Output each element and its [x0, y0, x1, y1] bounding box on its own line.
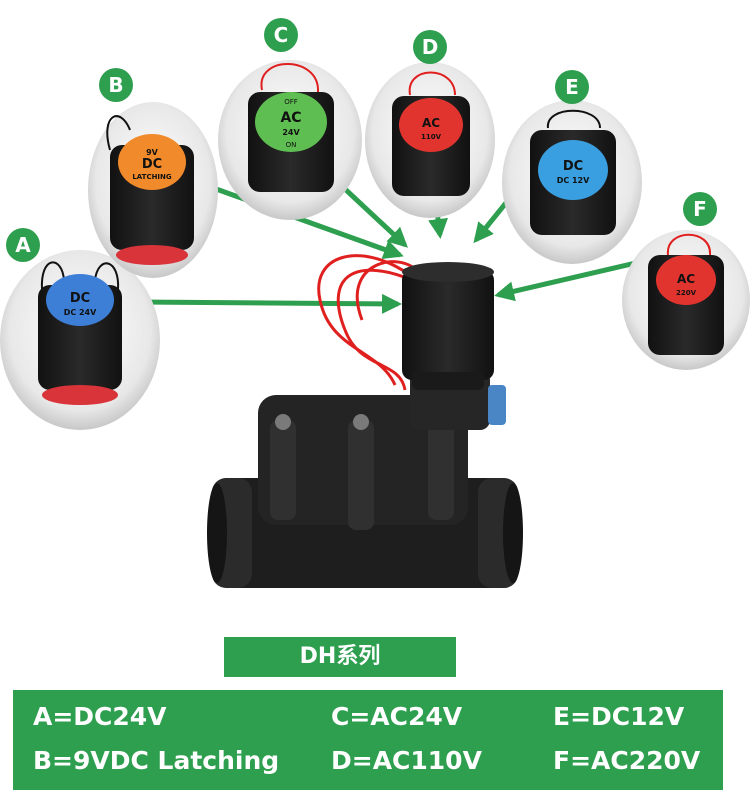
arrow-a — [137, 293, 402, 314]
coil-wires — [317, 254, 420, 391]
coil-d-type: AC — [422, 116, 440, 130]
coil-a-voltage: DC 24V — [64, 308, 97, 317]
coil-b-note: LATCHING — [132, 173, 172, 181]
badge-c: C — [264, 18, 298, 52]
badge-e: E — [555, 70, 589, 104]
coil-e-type: DC — [563, 159, 583, 174]
coil-c-voltage: 24V — [282, 128, 300, 137]
main-coil — [402, 262, 494, 390]
coil-f: AC 220V — [622, 230, 750, 370]
legend-e: E=DC12V — [553, 702, 685, 731]
coil-a-type: DC — [70, 291, 90, 306]
coil-f-type: AC — [677, 272, 695, 286]
badge-b: B — [99, 68, 133, 102]
product-photo: DC DC 24V 9V DC LATCHING AC 24V OFF ON A… — [0, 60, 750, 588]
badge-a: A — [6, 228, 40, 262]
badge-f: F — [683, 192, 717, 226]
badge-d: D — [413, 30, 447, 64]
legend-d: D=AC110V — [331, 746, 482, 775]
coil-b: 9V DC LATCHING — [88, 102, 218, 278]
coil-c-on: ON — [286, 141, 297, 149]
coil-c-off: OFF — [284, 98, 298, 106]
valve-body — [207, 370, 523, 588]
coil-e: DC DC 12V — [502, 100, 642, 264]
arrow-f — [494, 259, 641, 302]
coil-a: DC DC 24V — [0, 250, 160, 430]
coil-e-voltage: DC 12V — [557, 176, 590, 185]
coil-b-type: DC — [142, 157, 162, 172]
coil-d: AC 110V — [365, 62, 495, 218]
coil-b-voltage: 9V — [146, 148, 159, 157]
legend-b: B=9VDC Latching — [33, 746, 280, 775]
legend-a: A=DC24V — [33, 702, 167, 731]
coil-d-voltage: 110V — [421, 133, 442, 141]
voltage-legend: A=DC24V B=9VDC Latching C=AC24V D=AC110V… — [13, 690, 723, 790]
arrow-b — [204, 182, 404, 260]
coil-c-type: AC — [280, 110, 301, 126]
coil-f-voltage: 220V — [676, 289, 697, 297]
legend-f: F=AC220V — [553, 746, 701, 775]
legend-c: C=AC24V — [331, 702, 463, 731]
series-title: DH系列 — [224, 637, 456, 677]
coil-c: AC 24V OFF ON — [218, 60, 362, 220]
